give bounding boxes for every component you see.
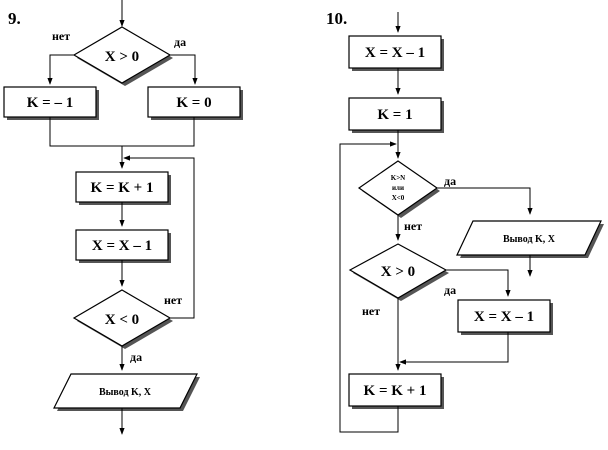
flowchart-10: 10. X = X – 1 K = 1 K>N или X<0 да Вывод… [326, 9, 604, 433]
diagram-9-number: 9. [8, 9, 21, 28]
decision-x-gt-0-10-label: X > 0 [381, 264, 415, 280]
decrement-x-top-box [348, 35, 442, 69]
branch-return-arrow [399, 332, 509, 365]
yes-branch-arrow [170, 54, 198, 85]
no-label-10a: нет [404, 219, 422, 233]
output-label: Вывод K, X [99, 387, 152, 398]
assign-k-minus-1-label: K = – 1 [27, 95, 73, 111]
increment-k-box [75, 171, 169, 203]
assign-k-0-box [147, 86, 241, 118]
increment-k-10-label: K = K + 1 [364, 383, 427, 399]
output-parallelogram [53, 373, 198, 409]
increment-k-label: K = K + 1 [91, 180, 154, 196]
no-label-10b: нет [362, 304, 380, 318]
flowchart-9: 9. X > 0 нет да K = – 1 K = 0 K = K + 1 … [3, 0, 243, 435]
decision-x-gt-0-label: X > 0 [105, 49, 139, 65]
no-label-1: нет [52, 29, 70, 43]
diagram-10-number: 10. [326, 9, 347, 28]
decrement-x-branch-box [457, 299, 551, 333]
decrement-x-top-label: X = X – 1 [365, 45, 425, 61]
loop-back-arrow-10 [339, 141, 399, 433]
yes-label-10a: да [444, 174, 456, 188]
output-10-label: Вывод K, X [503, 234, 556, 245]
yes-label-1: да [174, 35, 186, 49]
no-branch-arrow [47, 54, 74, 85]
yes-label-2: да [130, 350, 142, 364]
yes-branch-10a [437, 187, 533, 215]
yes-label-10b: да [444, 283, 456, 297]
decrement-x-branch-label: X = X – 1 [474, 309, 534, 325]
merge-line [49, 117, 195, 147]
decrement-x-label: X = X – 1 [92, 238, 152, 254]
no-label-2: нет [164, 293, 182, 307]
increment-k-10-box [348, 373, 442, 407]
decision-10a-line-3: X<0 [392, 194, 405, 202]
assign-k-0-label: K = 0 [176, 95, 211, 111]
assign-k-1-box [348, 97, 442, 131]
loop-back-arrow [123, 155, 195, 319]
yes-branch-10b [446, 269, 511, 297]
decision-x-lt-0-label: X < 0 [105, 312, 139, 328]
assign-k-1-label: K = 1 [377, 107, 412, 123]
output-10-parallelogram [456, 220, 602, 256]
decision-x-gt-0 [72, 26, 172, 84]
decision-10a-line-2: или [392, 184, 404, 192]
decision-10a-line-1: K>N [391, 174, 406, 182]
